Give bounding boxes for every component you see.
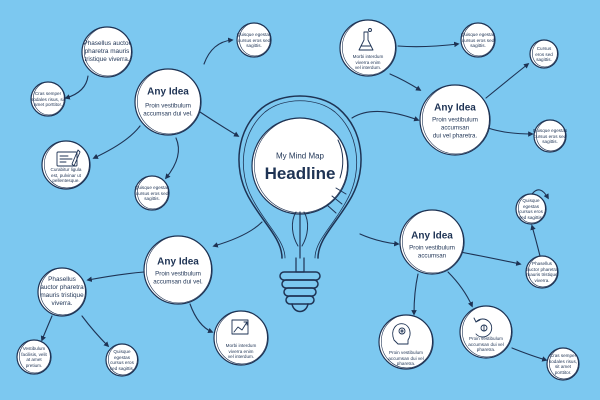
gear-head-icon [392,323,411,345]
note-8: Cursus eros sed sagittis. [535,45,553,62]
note-6-bubble [339,19,397,77]
note-11: Phasellus auctor pharetra mauris tristiq… [526,261,558,283]
connector-arrow-5 [164,137,179,180]
note-17-bubble [459,305,513,359]
note-10: Quisque egestas cursus eros sed sagittis… [518,198,544,220]
note-9-bubble [533,119,567,153]
note-8-bubble [529,39,559,69]
refresh-cycle-icon [473,317,493,338]
note-10-bubble [515,193,547,225]
ui-panel-icon [56,149,81,167]
idea-2-title: Any Idea [434,102,476,114]
connector-arrow-18 [447,271,473,308]
note-7: Quisque egestas cursus eros sed sagittis… [460,31,496,48]
note-12: Phasellus auctor pharetra mauris tristiq… [40,276,84,307]
note-4-bubble [41,140,91,190]
idea-1-body: Proin vestibulum accumsan dui vel. [143,102,193,117]
note-16-bubble [378,314,434,370]
connector-arrow-2 [203,37,234,65]
note-1-bubble [81,26,133,78]
note-15: Morbi interdum viverra enim vel interdum… [225,342,257,359]
center-title: Headline [264,164,336,183]
idea-4-body: Proin vestibulum accumsan [409,244,455,259]
connector-arrow-20 [530,224,541,257]
note-3: Cras semper sodales risus, sit amet port… [31,90,65,107]
note-5-bubble [134,175,170,211]
idea-2-body: Proin vestibulum accumsan dui vel pharet… [432,116,478,139]
note-11-bubble [525,255,559,289]
connector-arrow-3 [64,75,89,100]
connector-arrow-12 [212,221,263,248]
idea-3-body: Proin vestibulum accumsan dui vel. [153,270,203,285]
note-14-bubble [105,343,139,377]
note-6: Morbi interdum viverra enim vel interdum… [352,53,384,70]
connector-arrow-13 [86,271,145,282]
note-14: Quisque egestas cursus eros sed sagittis… [109,349,135,371]
connector-arrow-6 [351,110,420,122]
note-2: Quisque egestas cursus eros sed sagittis… [236,31,272,48]
growth-chart-icon [231,319,249,335]
connector-arrow-1 [199,111,240,137]
connector-arrow-19 [459,251,522,266]
note-18: Cras semper sodales risus, sit amet port… [548,353,578,375]
note-9: Quisque egestas cursus eros sed sagittis… [532,127,568,144]
note-17: Proin vestibulum accumsan dui vel pharet… [468,335,504,352]
flask-icon [358,28,374,51]
note-7-bubble [460,22,496,58]
note-1: Phasellus auctor pharetra mauris tristiq… [83,40,131,63]
connector-arrow-9 [485,62,530,99]
note-2-bubble [236,22,272,58]
note-15-bubble [213,310,269,366]
connector-arrow-21 [531,189,549,200]
connector-arrow-11 [359,233,400,247]
connector-arrow-22 [511,347,548,362]
idea-2-bubble [419,84,491,156]
connector-arrow-16 [189,303,214,334]
center-subtitle: My Mind Map [275,151,325,161]
connector-arrow-4 [92,125,141,159]
note-13-bubble [16,339,52,375]
note-18-bubble [546,347,580,381]
connector-arrow-8 [397,41,460,48]
idea-4-bubble [399,209,465,275]
connector-arrow-7 [389,73,422,91]
note-13: Vestibulum facilisis, velit at amet pret… [21,346,47,368]
idea-4-title: Any Idea [411,230,453,242]
connector-arrow-17 [411,273,419,316]
note-5: Quisque egestas cursus eros sed sagittis… [134,184,170,201]
connector-arrow-14 [40,315,53,342]
note-4: Curabitur ligula est, pulvinar ut pellen… [50,166,82,183]
connector-arrow-15 [81,315,110,348]
idea-1-bubble [134,68,202,136]
idea-3-title: Any Idea [157,256,199,268]
connector-arrow-10 [487,127,534,137]
note-3-bubble [30,81,66,117]
note-16: Proin vestibulum accumsan dui vel pharet… [388,349,424,366]
idea-3-bubble [143,235,213,305]
idea-1-title: Any Idea [147,86,189,98]
note-12-bubble [37,267,87,317]
